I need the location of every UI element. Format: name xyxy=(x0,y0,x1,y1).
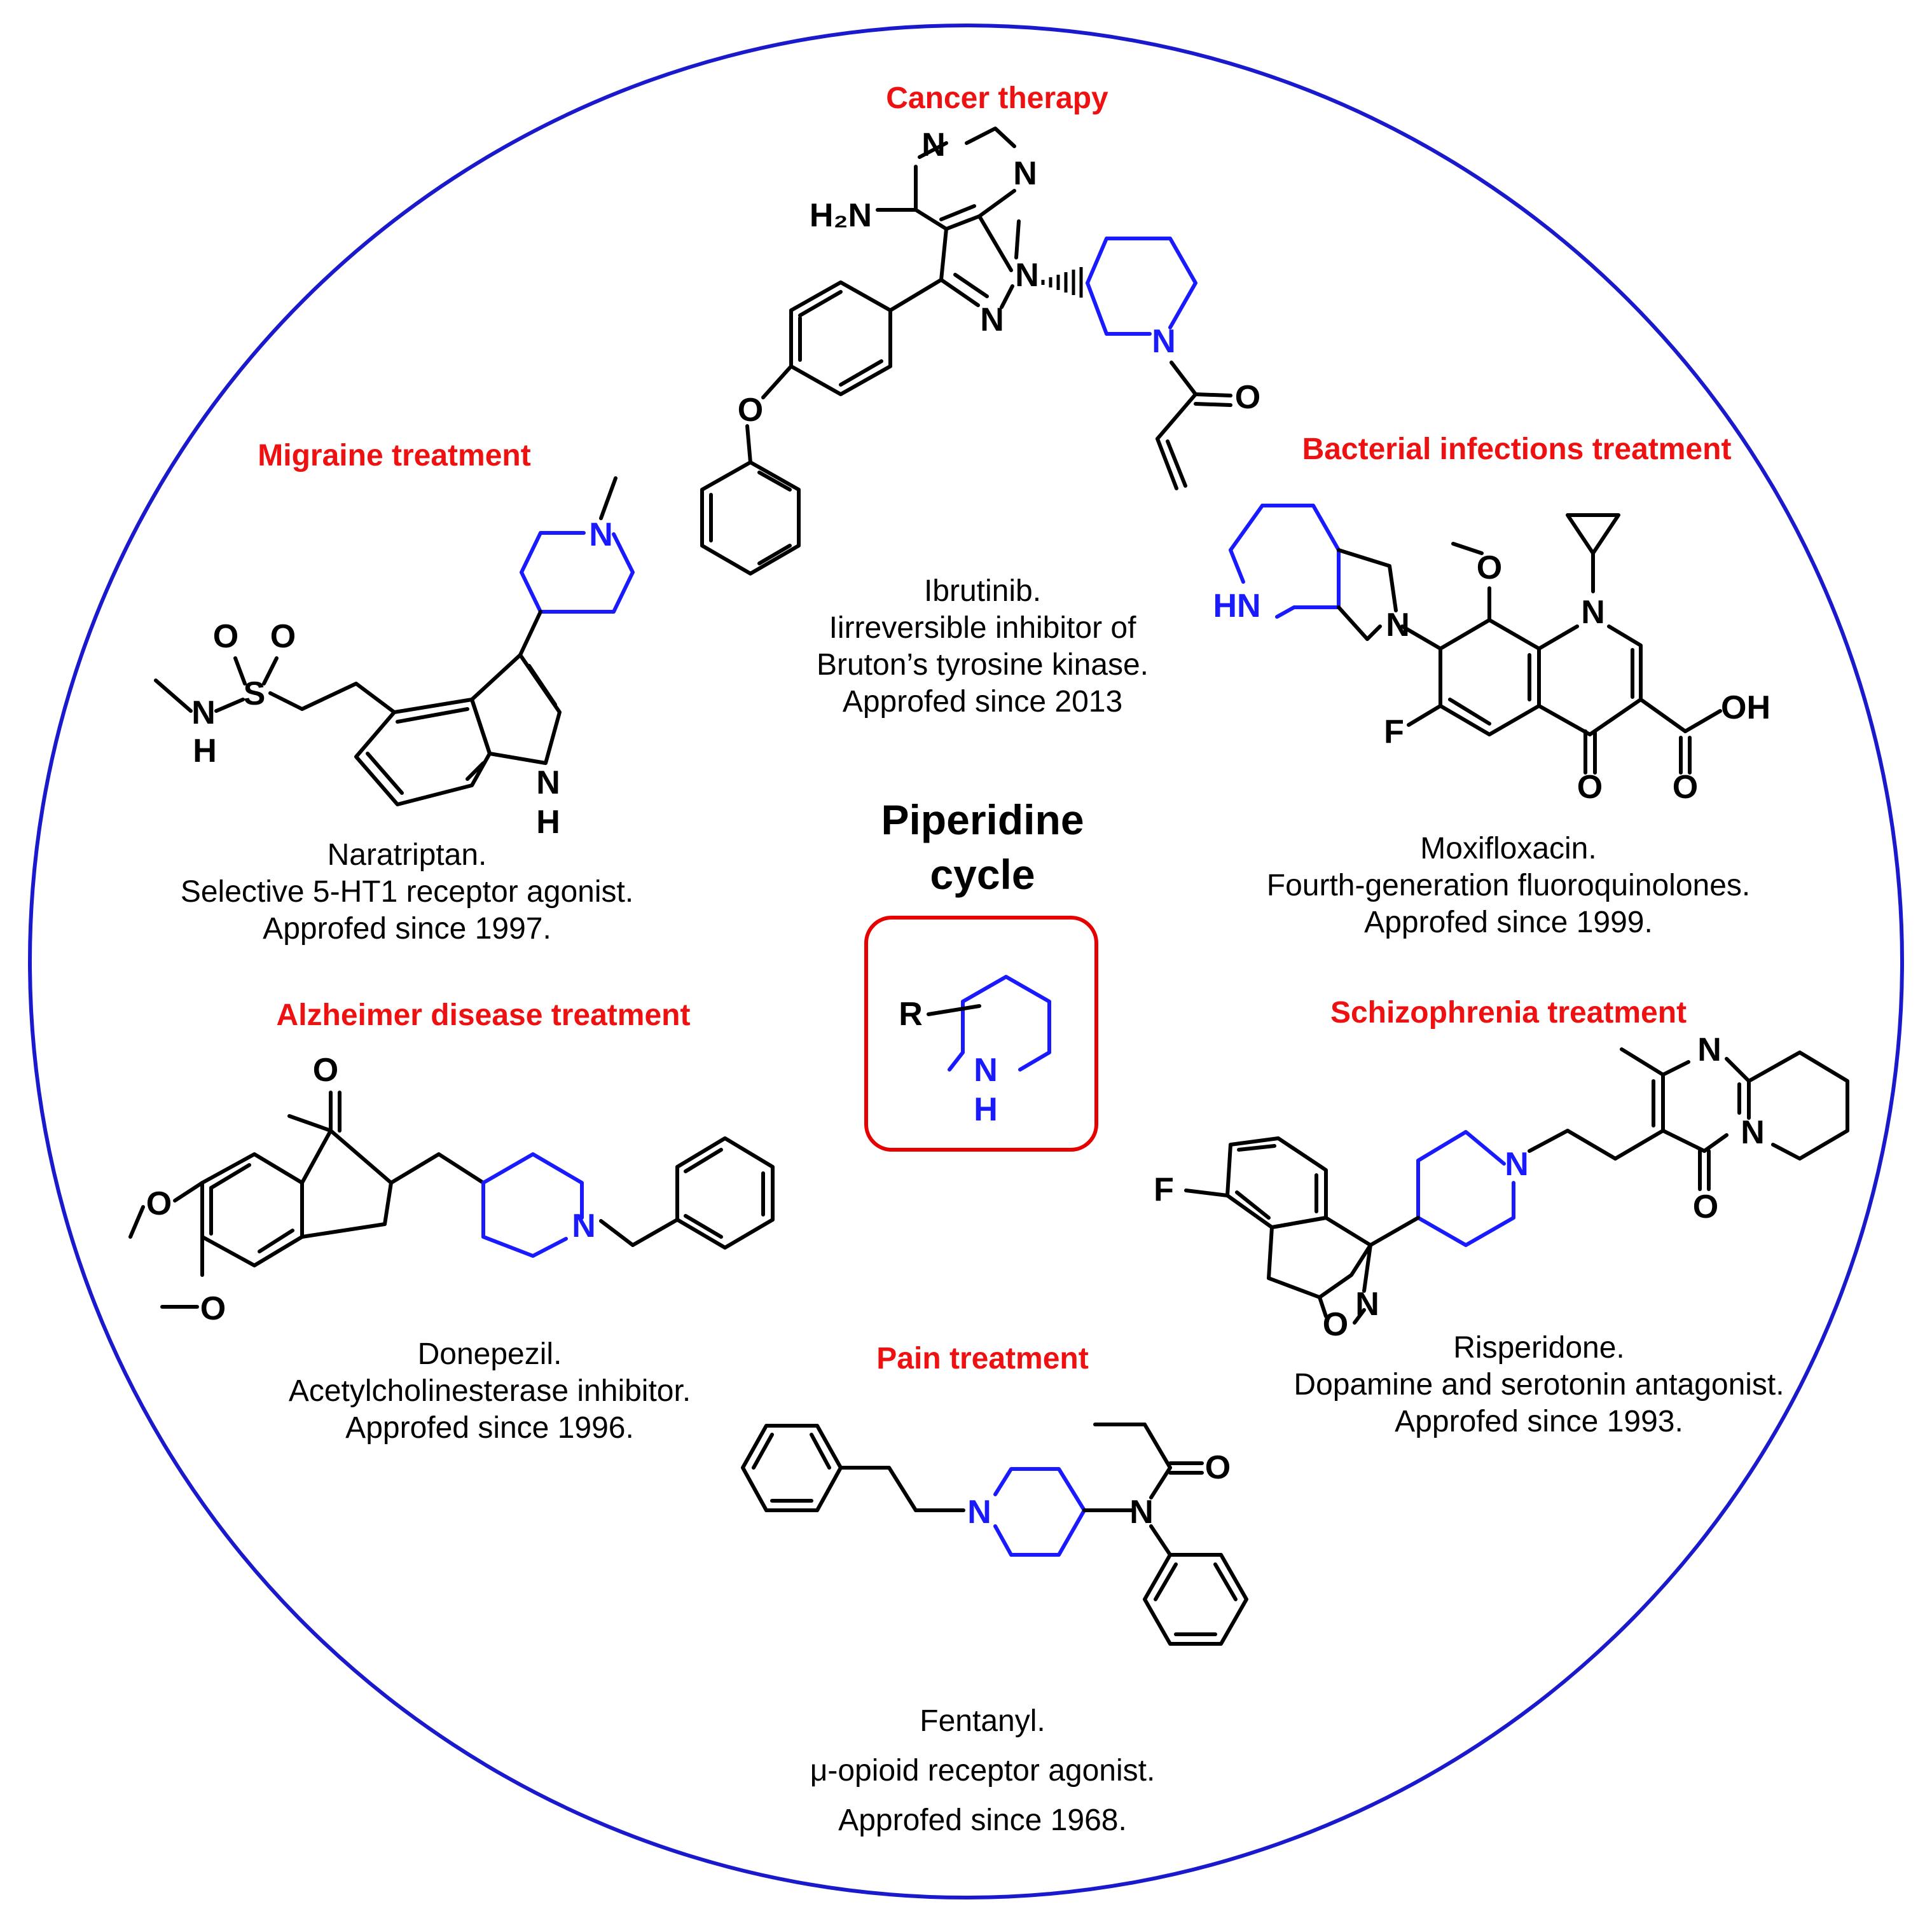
section-schizophrenia: Schizophrenia treatment xyxy=(1154,996,1849,1438)
atom-o: O xyxy=(146,1185,172,1222)
atom-o: O xyxy=(213,618,238,655)
atom-nh2: H₂N xyxy=(810,197,872,234)
donepezil-desc-line3: Approfed since 1996. xyxy=(345,1411,634,1445)
section-migraine: Migraine treatment N O O S N H xyxy=(154,439,635,946)
moxifloxacin-name: Moxifloxacin. xyxy=(1420,832,1596,865)
atom-o: O xyxy=(200,1290,226,1327)
ibrutinib-structure xyxy=(700,127,1232,576)
atom-h: H xyxy=(193,733,217,769)
donepezil-desc-line2: Acetylcholinesterase inhibitor. xyxy=(289,1374,691,1408)
fentanyl-name: Fentanyl. xyxy=(920,1704,1045,1738)
atom-o: O xyxy=(738,392,763,429)
atom-oh: OH xyxy=(1721,689,1770,726)
naratriptan-desc-line2: Selective 5-HT1 receptor agonist. xyxy=(181,875,633,909)
category-pain-treatment: Pain treatment xyxy=(876,1342,1088,1375)
h-label: H xyxy=(974,1091,998,1128)
ibrutinib-desc-line3: Bruton’s tyrosine kinase. xyxy=(817,648,1149,682)
category-cancer-therapy: Cancer therapy xyxy=(886,81,1108,115)
atom-f: F xyxy=(1384,713,1404,750)
atom-n: N xyxy=(1015,257,1039,294)
atom-n: N xyxy=(1129,1494,1154,1531)
atom-f: F xyxy=(1154,1171,1174,1208)
atom-n: N xyxy=(1697,1031,1722,1068)
section-pain: Pain treatment O N xyxy=(741,1342,1248,1837)
risperidone-name: Risperidone. xyxy=(1453,1331,1624,1365)
category-alzheimer-disease: Alzheimer disease treatment xyxy=(277,998,691,1032)
atom-o: O xyxy=(313,1052,338,1089)
atom-o: O xyxy=(1205,1449,1231,1486)
section-bacterial: Bacterial infections treatment xyxy=(1213,432,1770,939)
center-panel: Piperidine cycle R N H xyxy=(864,796,1098,1152)
naratriptan-name: Naratriptan. xyxy=(328,838,487,872)
center-title-line1: Piperidine xyxy=(881,796,1084,843)
atom-n-piperidine: N xyxy=(1152,323,1176,360)
donepezil-name: Donepezil. xyxy=(418,1337,562,1371)
piperidine-box xyxy=(864,916,1098,1152)
moxifloxacin-desc-line3: Approfed since 1999. xyxy=(1364,906,1653,939)
atom-o: O xyxy=(270,618,296,655)
atom-n-piperidine: N xyxy=(967,1494,991,1531)
atom-s: S xyxy=(244,675,266,712)
section-cancer: Cancer therapy xyxy=(700,81,1260,719)
atom-n-piperidine: N xyxy=(572,1208,596,1244)
category-schizophrenia-treatment: Schizophrenia treatment xyxy=(1330,996,1687,1030)
naratriptan-structure xyxy=(154,476,635,806)
fentanyl-desc-line2: μ-opioid receptor agonist. xyxy=(810,1754,1156,1788)
ibrutinib-desc-line4: Approfed since 2013 xyxy=(843,685,1122,719)
atom-o: O xyxy=(1323,1306,1348,1343)
atom-o: O xyxy=(1477,549,1502,586)
piperidine-core-structure: R N H xyxy=(899,975,1051,1128)
ibrutinib-desc-line2: Iirreversible inhibitor of xyxy=(829,611,1137,645)
naratriptan-desc-line3: Approfed since 1997. xyxy=(263,912,551,946)
risperidone-structure xyxy=(1184,1047,1849,1325)
atom-n: N xyxy=(1741,1114,1765,1151)
center-title-line2: cycle xyxy=(930,851,1035,898)
fentanyl-desc-line3: Approfed since 1968. xyxy=(838,1803,1127,1837)
atom-n: N xyxy=(1581,594,1605,631)
atom-o: O xyxy=(1693,1189,1718,1225)
atom-n: N xyxy=(1355,1286,1379,1323)
atom-hn: HN xyxy=(1213,588,1260,624)
risperidone-desc-line3: Approfed since 1993. xyxy=(1395,1405,1683,1438)
section-alzheimer: Alzheimer disease treatment xyxy=(128,998,775,1445)
donepezil-structure xyxy=(128,1091,775,1309)
risperidone-desc-line2: Dopamine and serotonin antagonist. xyxy=(1294,1368,1784,1402)
fentanyl-structure xyxy=(741,1423,1248,1646)
atom-n: N xyxy=(1386,607,1410,644)
category-bacterial-infections: Bacterial infections treatment xyxy=(1302,432,1732,466)
ibrutinib-name: Ibrutinib. xyxy=(924,574,1041,608)
atom-n: N xyxy=(1013,155,1037,192)
atom-o: O xyxy=(1235,379,1260,416)
category-migraine-treatment: Migraine treatment xyxy=(258,439,530,472)
atom-n: N xyxy=(536,764,560,801)
outer-ring xyxy=(28,24,1904,1899)
moxifloxacin-desc-line2: Fourth-generation fluoroquinolones. xyxy=(1267,869,1751,902)
n-label: N xyxy=(974,1052,998,1089)
atom-h: H xyxy=(536,804,560,841)
atom-o: O xyxy=(1673,769,1698,806)
atom-n: N xyxy=(921,127,946,163)
atom-n-piperidine: N xyxy=(589,516,613,553)
r-group-label: R xyxy=(899,996,923,1033)
atom-n-piperidine: N xyxy=(1505,1146,1529,1183)
atom-n: N xyxy=(191,694,216,731)
atom-n: N xyxy=(980,301,1004,338)
atom-o: O xyxy=(1577,769,1603,806)
moxifloxacin-structure xyxy=(1229,504,1722,775)
